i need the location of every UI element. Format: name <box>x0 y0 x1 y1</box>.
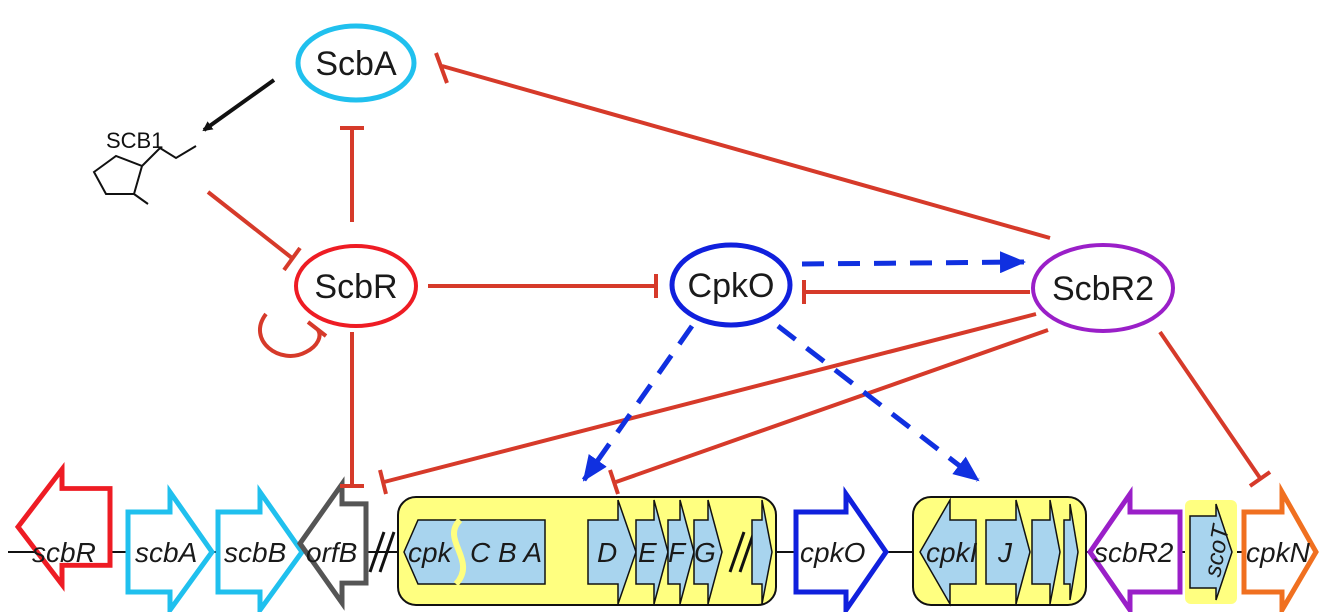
cpk-cba-gene-block <box>403 519 546 585</box>
scb1-label: SCB1 <box>106 128 163 153</box>
node-scba: ScbA <box>295 23 417 103</box>
cpkI-gene-label: cpkI <box>926 537 978 568</box>
scbR2-gene-arrow <box>1086 485 1183 612</box>
scbR-gene-arrow <box>14 461 113 592</box>
edge-scbr2-inhibits-cpkD <box>615 328 1049 484</box>
edge-cpko-activates-scbr2 <box>801 251 1026 274</box>
G-gene-label: G <box>694 537 716 568</box>
scb1-structure <box>92 145 197 205</box>
tbar-genome-scbr2-mid <box>608 469 620 495</box>
scbr2-ellipse <box>1031 243 1175 333</box>
edge-scb1-inhibits-scbr <box>206 190 294 260</box>
node-cpko: CpkO <box>669 242 793 328</box>
orfB-gene-label: orfB <box>306 537 357 568</box>
cpk-gene-label: cpk <box>408 537 454 568</box>
cpkO-gene-label: cpkO <box>800 537 865 568</box>
edge-cpko-activates-cpkA <box>581 324 695 482</box>
edge-scbr2-inhibits-cpkN <box>1158 330 1262 480</box>
G-gene-arrow <box>693 499 723 605</box>
E-gene-arrow <box>635 499 669 605</box>
tbar-scbr-loop <box>306 320 328 338</box>
F-gene-arrow <box>667 499 695 605</box>
node-scbr: ScbR <box>294 244 418 328</box>
scba-label: ScbA <box>315 45 397 83</box>
edge-cpko-activates-cpkI <box>776 324 980 482</box>
scbr2-label: ScbR2 <box>1052 270 1154 308</box>
scbB-gene-arrow <box>215 484 306 612</box>
D-gene-arrow <box>587 499 637 605</box>
scb1-molecule: SCB1 <box>92 128 197 205</box>
node-scbr2: ScbR2 <box>1031 243 1175 333</box>
cpkN-gene-label: cpkN <box>1246 537 1311 568</box>
scoT-gene-arrow <box>1189 503 1233 601</box>
scbr-label: ScbR <box>314 268 397 306</box>
tbar-scbr-left <box>282 246 302 272</box>
cpkO-gene-arrow <box>793 485 890 612</box>
cpko-label: CpkO <box>688 267 775 305</box>
scbA-gene-arrow <box>125 484 216 612</box>
genome-track: scbR scbA scbB orfB cpk C B A D E F G <box>8 461 1319 612</box>
edge-scba-produces-scb1 <box>202 78 276 132</box>
scbR2-gene-label: scbR2 <box>1094 537 1174 568</box>
cpk-split-wave <box>451 517 467 587</box>
tbar-genome-scbr2-left <box>378 469 388 495</box>
cpkI-gene-arrow <box>919 497 977 607</box>
regulatory-edges: ScbR2 (dashed blue) --> cpk cluster (das… <box>202 52 1272 495</box>
J-gene-arrow <box>985 499 1031 605</box>
tbar-cpkN <box>1248 470 1272 488</box>
cba-gene-label: C B A <box>470 537 542 568</box>
scba-ellipse <box>295 23 417 103</box>
break-mark-1 <box>368 531 396 573</box>
scbB-gene-label: scbB <box>224 537 286 568</box>
scbr-ellipse <box>294 244 418 328</box>
D-gene-label: D <box>597 537 617 568</box>
edge-scbr2-inhibits-cluster-left <box>383 312 1037 484</box>
unlabeled-gene-arrow-1 <box>751 499 773 605</box>
unlabeled-gene-arrow-3 <box>1063 503 1079 601</box>
tbar-scba-right <box>434 52 449 84</box>
cpkN-gene-arrow <box>1241 482 1319 612</box>
scbR-gene-label: scbR <box>32 537 96 568</box>
F-gene-label: F <box>668 537 687 568</box>
scbA-gene-label: scbA <box>135 537 197 568</box>
edge-scbr2-inhibits-scba <box>441 64 1051 240</box>
unlabeled-gene-arrow-2 <box>1031 499 1061 605</box>
J-gene-label: J <box>997 537 1013 568</box>
cpko-ellipse <box>669 242 793 328</box>
E-gene-label: E <box>638 537 657 568</box>
edge-scbr-autorepression <box>258 312 322 358</box>
